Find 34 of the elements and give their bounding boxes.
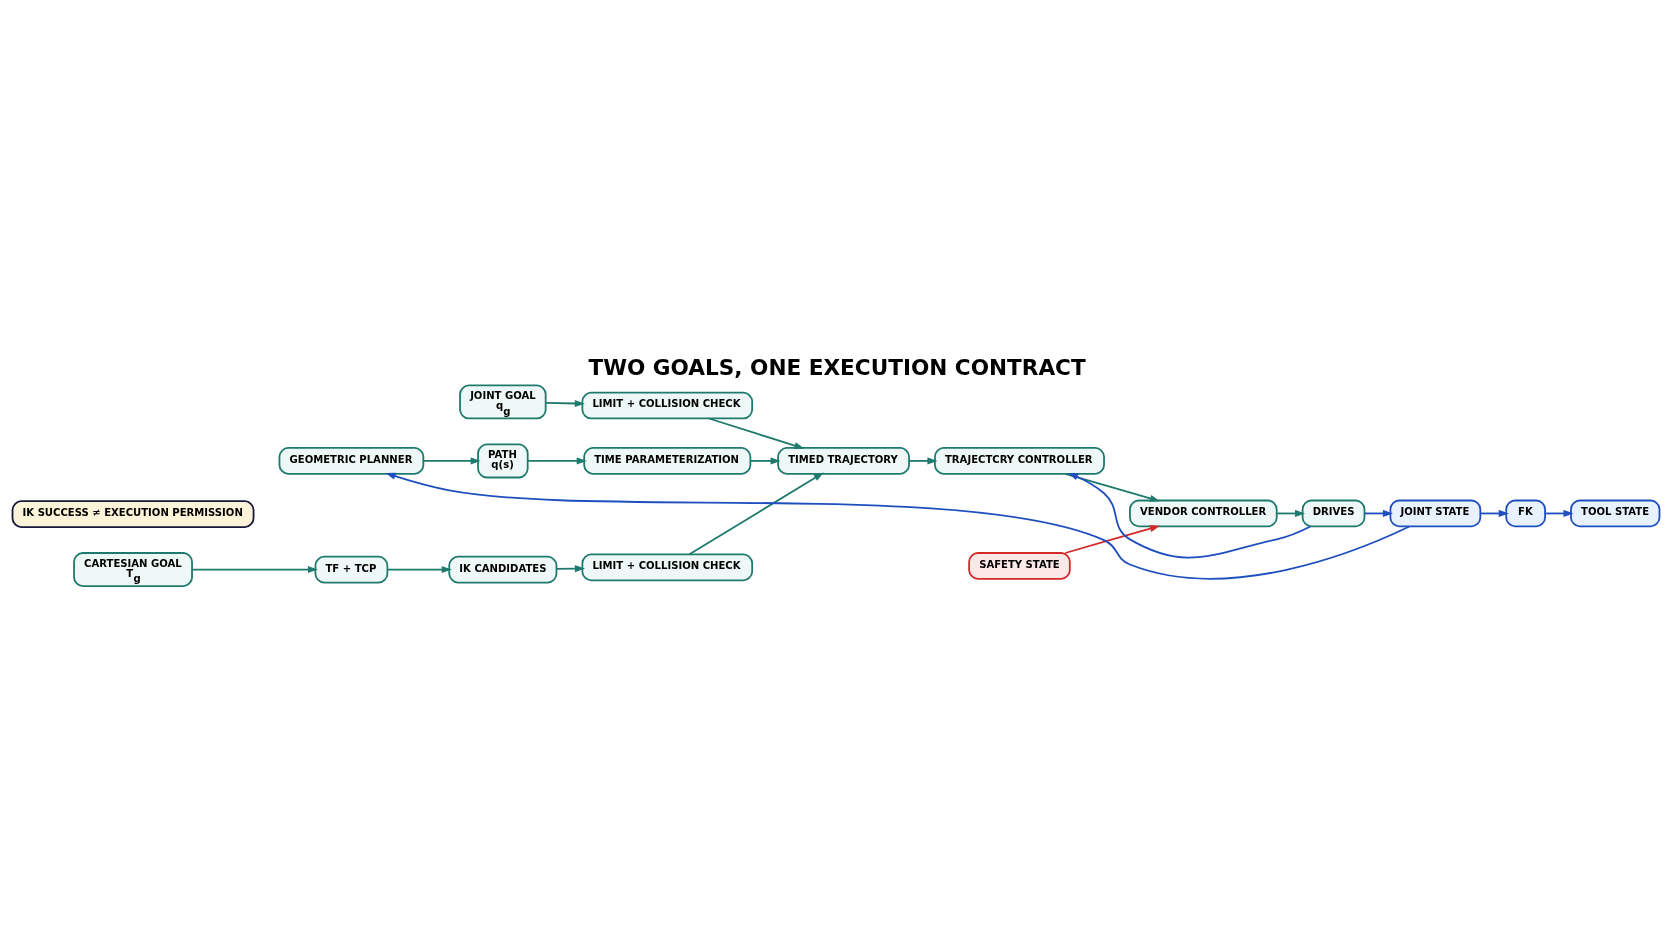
arrow — [527, 456, 587, 464]
arrow — [1064, 524, 1160, 554]
node-box: LIMIT + COLLISION CHECK — [581, 553, 754, 581]
node-box: TIME PARAMETERIZATION — [583, 446, 752, 475]
node-box: JOINT STATE — [1389, 499, 1482, 527]
node-box: FK — [1505, 499, 1546, 527]
arrow — [908, 456, 938, 464]
arrow — [191, 565, 318, 573]
arrow — [1544, 509, 1574, 517]
arrow — [708, 417, 805, 449]
node-box: IK CANDIDATES — [448, 555, 558, 583]
arrow — [749, 456, 781, 464]
node-box: LIMIT + COLLISION CHECK — [581, 391, 754, 419]
node-box: TIMED TRAJECTORY — [777, 446, 910, 475]
arrow — [544, 399, 585, 407]
node-box: VENDOR CONTROLLER — [1129, 499, 1278, 527]
arrow — [688, 472, 824, 555]
arrow — [555, 564, 585, 572]
node-box: TF + TCP — [314, 555, 389, 583]
arrow — [1064, 472, 1160, 502]
diagram-title: TWO GOALS, ONE EXECUTION CONTRACT — [588, 354, 1086, 380]
arrow — [1479, 509, 1509, 517]
arrow — [1363, 509, 1393, 517]
node-box: TRAJECTCRY CONTROLLER — [934, 446, 1105, 475]
node-box: GEOMETRIC PLANNER — [278, 446, 425, 475]
node-box: TOOL STATE — [1570, 499, 1661, 527]
arrow — [1275, 509, 1306, 517]
arrow — [386, 565, 452, 573]
node-box: PATH q(s) — [477, 443, 529, 478]
node-box: SAFETY STATE — [968, 551, 1071, 580]
node-box: IK SUCCESS ≠ EXECUTION PERMISSION — [11, 499, 255, 528]
arrow — [1068, 472, 1312, 558]
arrow — [422, 456, 481, 464]
node-box: DRIVES — [1301, 499, 1366, 527]
